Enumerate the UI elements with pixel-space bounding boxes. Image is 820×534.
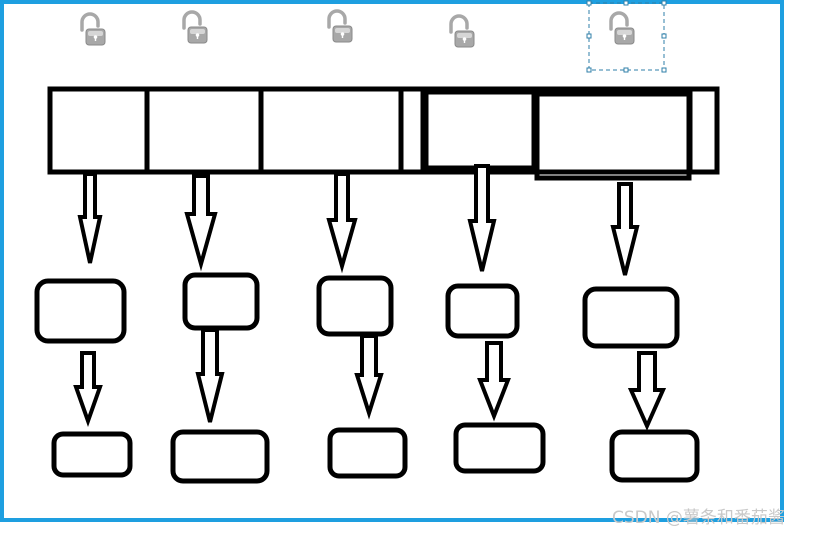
padlock-icon-row: [80, 9, 635, 48]
down-arrow: [627, 351, 667, 431]
unlocked-padlock-icon[interactable]: [80, 12, 106, 46]
box-row1-col3: [316, 275, 394, 337]
unlocked-padlock-icon[interactable]: [609, 11, 635, 45]
unlocked-padlock-icon[interactable]: [182, 10, 208, 44]
box-row1-col4: [445, 283, 520, 339]
box-row2-col1: [51, 431, 133, 478]
arrow-layer: [73, 164, 667, 431]
down-arrow: [467, 164, 497, 272]
box-row2-col2: [170, 429, 270, 484]
down-arrow: [610, 182, 640, 276]
box-row2-col5: [609, 429, 700, 483]
box-row1-col5: [582, 286, 680, 349]
down-arrow: [477, 341, 511, 422]
cell-4: [423, 89, 537, 171]
watermark-text: CSDN @薯条和番茄酱: [612, 508, 785, 528]
cell-array: [47, 86, 720, 181]
down-arrow: [73, 351, 103, 428]
down-arrow: [184, 174, 218, 272]
selection-handles[interactable]: [586, 0, 667, 73]
down-arrow: [195, 328, 225, 423]
box-row1-col2: [182, 272, 260, 331]
down-arrow: [326, 172, 358, 274]
box-row1-col1: [34, 278, 127, 344]
box-layer: [34, 272, 700, 484]
cell-5: [534, 91, 692, 181]
box-row2-col3: [327, 427, 408, 479]
down-arrow: [77, 172, 103, 264]
unlocked-padlock-icon[interactable]: [449, 14, 475, 48]
array-outline: [47, 86, 720, 175]
outer-frame: [0, 0, 784, 522]
down-arrow: [354, 334, 384, 420]
box-row2-col4: [453, 422, 546, 474]
unlocked-padlock-icon[interactable]: [327, 9, 353, 43]
